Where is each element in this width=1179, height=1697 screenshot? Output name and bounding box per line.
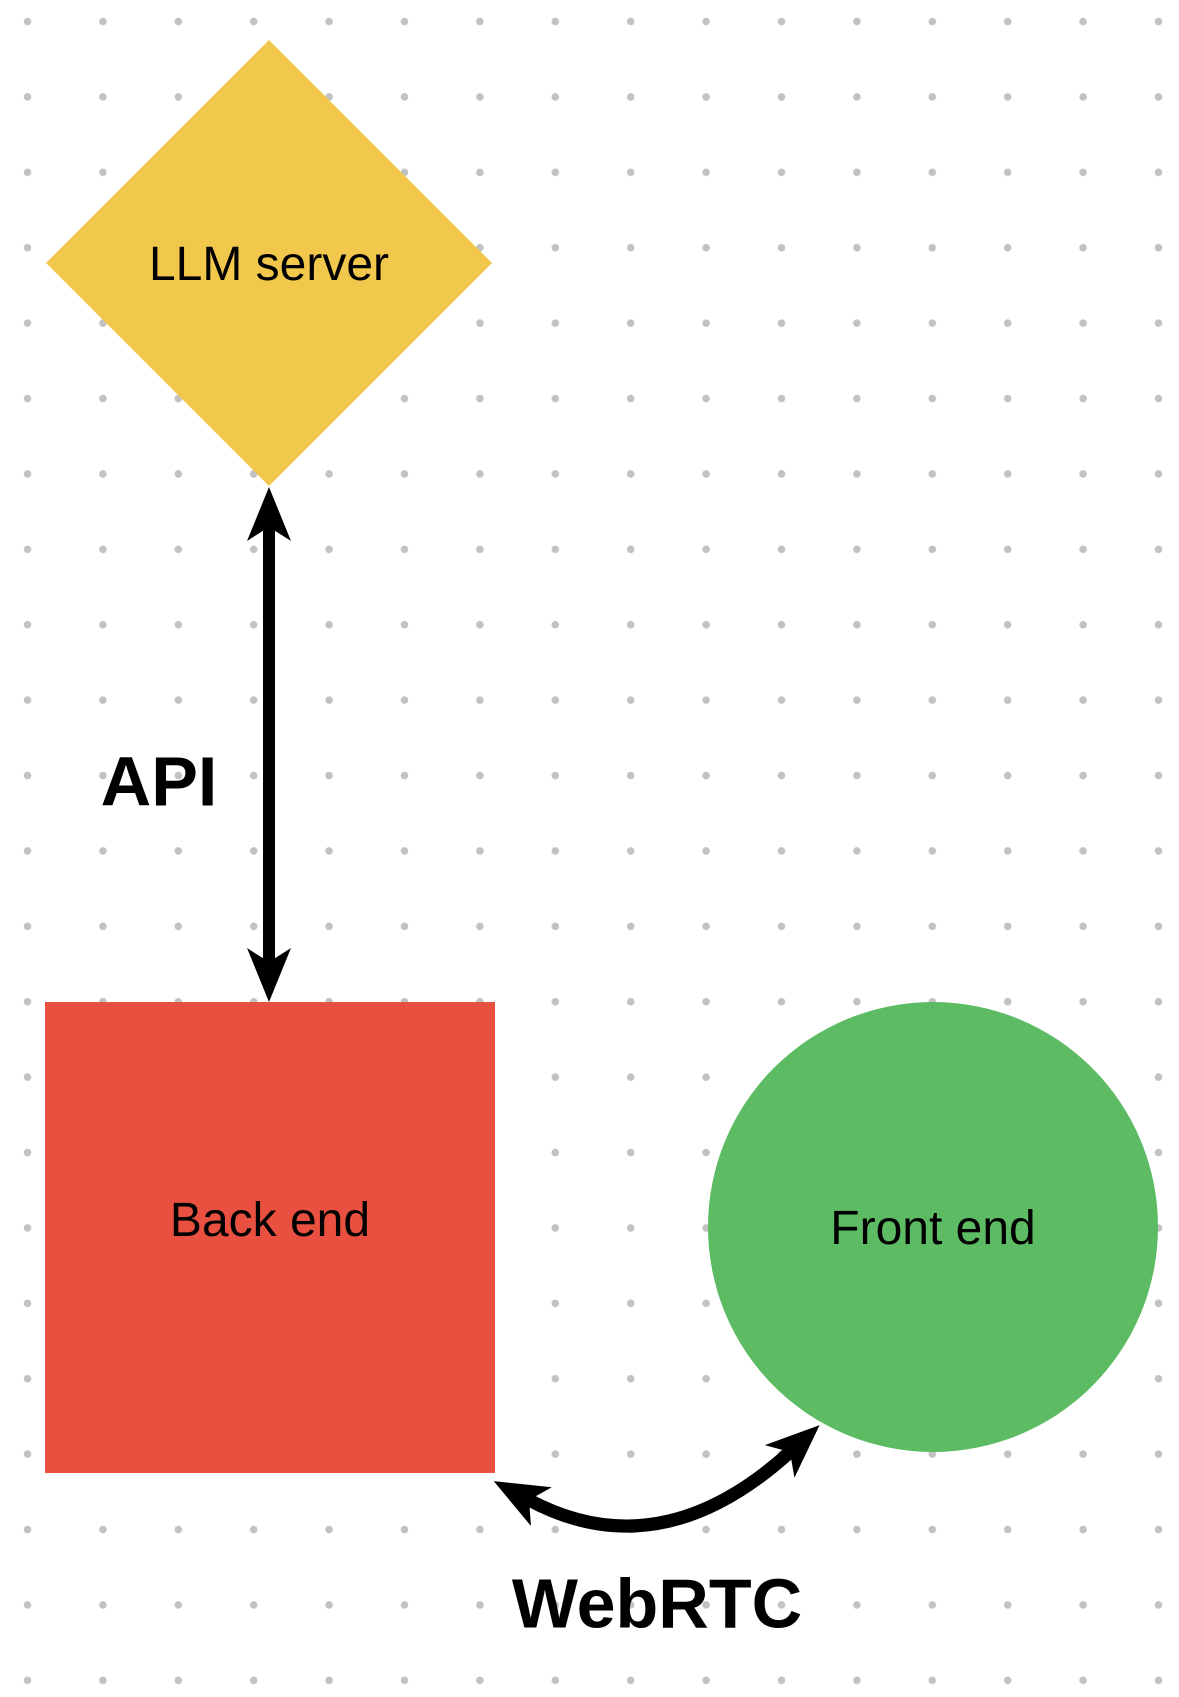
node-back-end[interactable] [45, 1002, 495, 1473]
node-front-end-label: Front end [830, 1202, 1035, 1255]
node-llm-server[interactable] [46, 40, 492, 486]
node-llm-server-label: LLM server [149, 238, 389, 291]
edge-api-label: API [101, 743, 218, 821]
node-back-end-label: Back end [170, 1194, 370, 1247]
edge-webrtc-arrow[interactable] [493, 1425, 820, 1533]
node-front-end[interactable] [708, 1002, 1158, 1452]
edge-webrtc-label: WebRTC [512, 1565, 802, 1643]
